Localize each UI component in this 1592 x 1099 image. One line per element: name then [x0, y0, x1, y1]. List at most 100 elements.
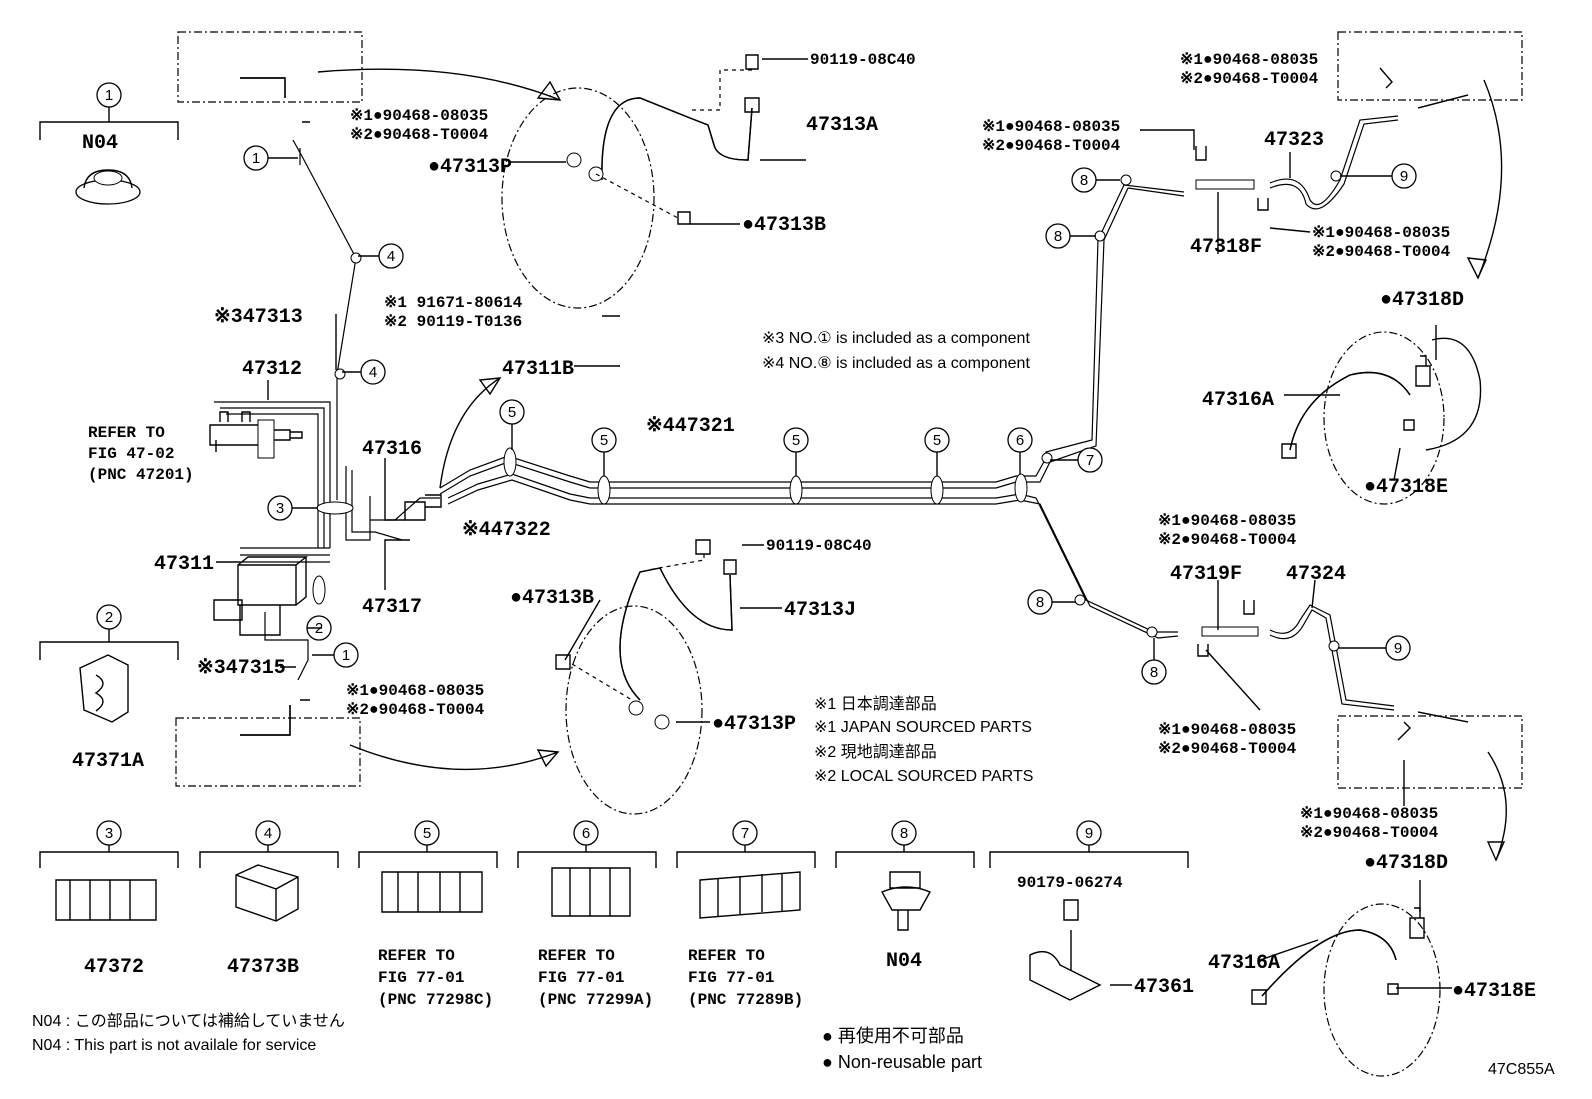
svg-text:5: 5	[792, 432, 800, 449]
svg-text:8: 8	[1150, 664, 1158, 681]
svg-text:47313J: 47313J	[784, 599, 856, 622]
svg-text:47373B: 47373B	[227, 956, 299, 979]
svg-text:(PNC 77298C): (PNC 77298C)	[378, 991, 493, 1009]
svg-text:8: 8	[1036, 594, 1044, 611]
svg-text:1: 1	[342, 647, 350, 664]
svg-text:47311: 47311	[154, 553, 214, 576]
svg-text:3: 3	[105, 825, 113, 842]
svg-text:47313A: 47313A	[806, 114, 878, 137]
svg-text:47C855A: 47C855A	[1488, 1061, 1555, 1078]
svg-text:※2●90468-T0004: ※2●90468-T0004	[1158, 740, 1297, 758]
svg-text:※1●90468-08035: ※1●90468-08035	[982, 118, 1120, 136]
svg-text:8: 8	[900, 825, 908, 842]
leader-lines	[215, 58, 1452, 989]
key-2-clamp: 2 47371A	[39, 604, 179, 773]
svg-text:N04: N04	[82, 132, 118, 155]
svg-text:90119-08C40: 90119-08C40	[810, 51, 916, 69]
svg-text:※2●90468-T0004: ※2●90468-T0004	[1300, 824, 1439, 842]
svg-text:47371A: 47371A	[72, 750, 144, 773]
key-4: 4 4 47373B	[199, 820, 339, 979]
svg-text:※1 日本調達部品: ※1 日本調達部品	[814, 695, 937, 713]
svg-text:7: 7	[741, 825, 749, 842]
svg-text:47361: 47361	[1134, 976, 1194, 999]
svg-text:(PNC 77289B): (PNC 77289B)	[688, 991, 803, 1009]
front-hose-left-detail	[555, 539, 737, 815]
lower-left-detail-box	[175, 717, 361, 787]
upper-detail-arrow	[317, 68, 561, 101]
svg-text:※2 LOCAL SOURCED PARTS: ※2 LOCAL SOURCED PARTS	[814, 768, 1033, 785]
svg-text:REFER TO: REFER TO	[688, 947, 765, 965]
svg-text:1: 1	[252, 150, 260, 167]
svg-text:●47318D: ●47318D	[1364, 852, 1448, 875]
svg-text:※1●90468-08035: ※1●90468-08035	[350, 107, 488, 125]
svg-text:※4 NO.⑧ is included as a compo: ※4 NO.⑧ is included as a component	[762, 355, 1030, 372]
svg-text:※447322: ※447322	[462, 519, 551, 542]
svg-text:90179-06274: 90179-06274	[1017, 874, 1123, 892]
key-1-grommet: 1 N04	[39, 82, 179, 205]
svg-text:47317: 47317	[362, 596, 422, 619]
svg-text:※3 NO.① is included as a compo: ※3 NO.① is included as a component	[762, 330, 1030, 347]
svg-text:FIG 77-01: FIG 77-01	[538, 969, 624, 987]
svg-text:REFER TO: REFER TO	[538, 947, 615, 965]
svg-text:REFER TO: REFER TO	[88, 424, 165, 442]
lower-right-detail-box	[1337, 715, 1523, 789]
svg-text:N04: N04	[886, 950, 922, 973]
svg-text:47323: 47323	[1264, 129, 1324, 152]
svg-text:※447321: ※447321	[646, 415, 735, 438]
svg-text:(PNC 47201): (PNC 47201)	[88, 466, 194, 484]
rear-hose-upper-detail	[1323, 331, 1445, 505]
svg-text:●47318E: ●47318E	[1364, 476, 1448, 499]
svg-text:※2 90119-T0136: ※2 90119-T0136	[384, 313, 522, 331]
svg-text:4: 4	[369, 364, 377, 381]
svg-text:4: 4	[387, 248, 395, 265]
svg-text:●47313B: ●47313B	[510, 587, 594, 610]
upper-right-detail-box	[1337, 31, 1523, 101]
svg-text:47316: 47316	[362, 438, 422, 461]
svg-text:6: 6	[582, 825, 590, 842]
svg-text:※2●90468-T0004: ※2●90468-T0004	[346, 701, 485, 719]
svg-text:FIG 47-02: FIG 47-02	[88, 445, 174, 463]
svg-text:●47313P: ●47313P	[712, 713, 796, 736]
notes: ※3 NO.① is included as a component ※4 NO…	[32, 330, 1555, 1078]
svg-text:※1●90468-08035: ※1●90468-08035	[1180, 51, 1318, 69]
svg-text:47319F: 47319F	[1170, 563, 1242, 586]
key-9: 9 90179-06274 47361	[989, 820, 1194, 1001]
svg-text:※1●90468-08035: ※1●90468-08035	[1158, 721, 1296, 739]
svg-text:N04 : This part is not availal: N04 : This part is not availale for serv…	[32, 1037, 316, 1054]
svg-text:4: 4	[264, 825, 272, 842]
svg-text:9: 9	[1085, 825, 1093, 842]
svg-text:※2●90468-T0004: ※2●90468-T0004	[1312, 243, 1451, 261]
key-8: 8 N04	[835, 820, 975, 973]
svg-text:5: 5	[423, 825, 431, 842]
svg-text:47311B: 47311B	[502, 358, 574, 381]
svg-text:※1●90468-08035: ※1●90468-08035	[346, 682, 484, 700]
svg-text:3: 3	[276, 500, 284, 517]
svg-text:47316A: 47316A	[1202, 389, 1274, 412]
svg-text:※347315: ※347315	[197, 657, 286, 680]
svg-text:●47313P: ●47313P	[428, 156, 512, 179]
svg-text:7: 7	[1086, 452, 1094, 469]
svg-text:●47318D: ●47318D	[1380, 289, 1464, 312]
svg-text:5: 5	[933, 432, 941, 449]
svg-text:※2 現地調達部品: ※2 現地調達部品	[814, 743, 937, 761]
svg-text:47324: 47324	[1286, 563, 1346, 586]
rear-hose-lower-detail	[1323, 903, 1441, 1077]
callout-circles: 1 4 4 3 2 1 5 5 5 5 6 7 8 8 8 8 9 9	[243, 145, 1417, 685]
svg-text:●47318E: ●47318E	[1452, 980, 1536, 1003]
svg-text:※1 JAPAN SOURCED PARTS: ※1 JAPAN SOURCED PARTS	[814, 719, 1032, 736]
svg-text:※1●90468-08035: ※1●90468-08035	[1300, 805, 1438, 823]
svg-text:※1●90468-08035: ※1●90468-08035	[1158, 512, 1296, 530]
svg-text:※1 91671-80614: ※1 91671-80614	[384, 294, 523, 312]
svg-text:※2●90468-T0004: ※2●90468-T0004	[350, 126, 489, 144]
part-labels: ※347313 47312 REFER TO FIG 47-02 (PNC 47…	[88, 51, 1536, 1003]
svg-text:5: 5	[600, 432, 608, 449]
svg-text:● Non-reusable part: ● Non-reusable part	[822, 1052, 982, 1072]
svg-text:※2●90468-T0004: ※2●90468-T0004	[1180, 70, 1319, 88]
key-7: 7 REFER TO FIG 77-01 (PNC 77289B)	[676, 820, 816, 1009]
svg-text:90119-08C40: 90119-08C40	[766, 537, 872, 555]
svg-text:REFER TO: REFER TO	[378, 947, 455, 965]
upper-left-detail-box	[177, 31, 363, 103]
svg-text:FIG 77-01: FIG 77-01	[688, 969, 774, 987]
